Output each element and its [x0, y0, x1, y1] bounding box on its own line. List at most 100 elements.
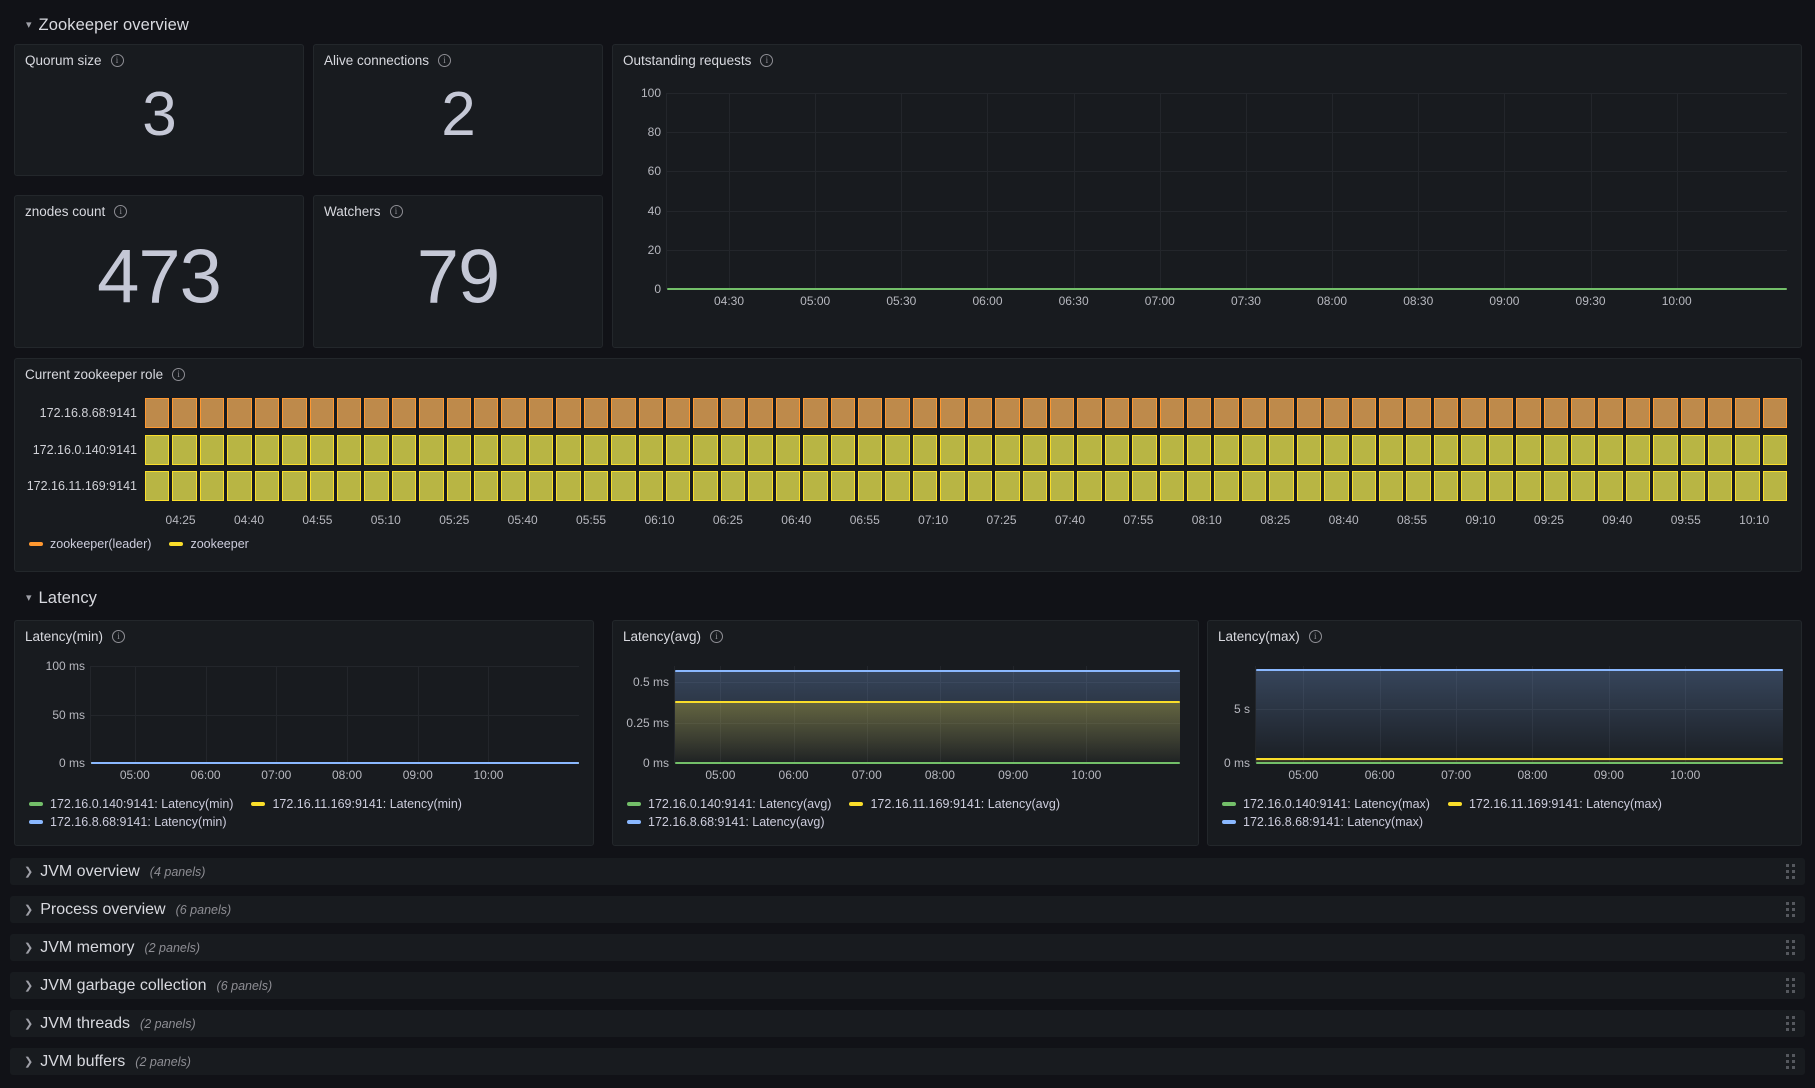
- panel-title-text: Outstanding requests: [623, 53, 752, 68]
- gridline-horizontal: [91, 666, 579, 667]
- role-state-cell: [1324, 398, 1349, 428]
- info-icon[interactable]: i: [172, 368, 186, 381]
- drag-handle-icon[interactable]: [1786, 1054, 1795, 1069]
- role-state-cell: [1132, 398, 1157, 428]
- collapsed-row-panel-count: (4 panels): [149, 864, 206, 879]
- x-axis-tick-label: 05:55: [576, 513, 607, 527]
- collapsed-row-jvm-buffers[interactable]: ❯JVM buffers(2 panels): [10, 1048, 1805, 1075]
- role-state-cell: [693, 398, 718, 428]
- drag-handle-icon[interactable]: [1786, 940, 1795, 955]
- legend-color-swatch: [1222, 820, 1236, 824]
- role-state-cell: [1378, 434, 1404, 465]
- panel-header: Latency(min) i: [15, 621, 593, 644]
- role-state-strip[interactable]: [145, 434, 1787, 465]
- collapsed-row-jvm-memory[interactable]: ❯JVM memory(2 panels): [10, 934, 1805, 961]
- legend-label: 172.16.8.68:9141: Latency(avg): [648, 815, 825, 829]
- legend-item[interactable]: 172.16.8.68:9141: Latency(avg): [627, 815, 825, 829]
- drag-handle-icon[interactable]: [1786, 864, 1795, 879]
- info-icon[interactable]: i: [760, 54, 774, 67]
- legend-item[interactable]: 172.16.8.68:9141: Latency(max): [1222, 815, 1423, 829]
- info-icon[interactable]: i: [710, 630, 724, 643]
- role-state-cell: [583, 434, 609, 465]
- series-line: [675, 762, 1180, 764]
- x-axis-tick-label: 04:55: [302, 513, 333, 527]
- role-state-cell: [336, 434, 362, 465]
- info-icon[interactable]: i: [110, 54, 124, 67]
- legend-item[interactable]: 172.16.0.140:9141: Latency(min): [29, 797, 233, 811]
- role-state-cell: [1653, 398, 1678, 428]
- role-state-cell: [940, 398, 965, 428]
- role-state-cell: [1049, 398, 1075, 428]
- collapsed-row-panel-count: (6 panels): [216, 978, 273, 993]
- legend-item[interactable]: 172.16.11.169:9141: Latency(avg): [849, 797, 1060, 811]
- collapsed-row-jvm-overview[interactable]: ❯JVM overview(4 panels): [10, 858, 1805, 885]
- x-axis-tick-label: 09:25: [1533, 513, 1564, 527]
- drag-handle-icon[interactable]: [1786, 1016, 1795, 1031]
- drag-handle-icon[interactable]: [1786, 978, 1795, 993]
- role-state-cell: [474, 434, 499, 465]
- info-icon[interactable]: i: [112, 630, 126, 643]
- collapsed-row-title: Process overview: [40, 900, 166, 918]
- chevron-right-icon: ❯: [24, 942, 34, 954]
- x-axis-tick-label: 08:25: [1260, 513, 1291, 527]
- y-axis-tick-label: 60: [647, 164, 661, 179]
- x-axis-tick-label: 06:25: [712, 513, 743, 527]
- info-icon[interactable]: i: [1308, 630, 1322, 643]
- role-state-cell: [583, 471, 609, 501]
- legend-item[interactable]: 172.16.11.169:9141: Latency(max): [1447, 797, 1662, 811]
- x-axis-tick-label: 10:00: [1071, 768, 1102, 782]
- gridline-horizontal: [667, 171, 1787, 173]
- role-state-cell: [556, 398, 581, 428]
- role-state-cell: [501, 471, 526, 501]
- role-state-cell: [1625, 471, 1651, 501]
- collapsed-row-process-overview[interactable]: ❯Process overview(6 panels): [10, 896, 1805, 923]
- role-state-cell: [1241, 471, 1267, 501]
- panel-title-text: Alive connections: [324, 53, 430, 68]
- role-state-cell: [1433, 471, 1459, 501]
- drag-handle-icon[interactable]: [1786, 902, 1795, 917]
- legend-item[interactable]: 172.16.8.68:9141: Latency(min): [29, 815, 227, 829]
- x-axis-tick-label: 05:00: [1288, 768, 1319, 782]
- info-icon[interactable]: i: [389, 205, 403, 218]
- role-state-cell: [611, 434, 636, 465]
- legend-item[interactable]: zookeeper: [169, 537, 249, 551]
- panel-title-text: Latency(min): [25, 629, 104, 644]
- role-state-cell: [1570, 398, 1596, 428]
- role-state-cell: [419, 434, 444, 465]
- role-state-cell: [638, 471, 664, 501]
- series-area-fill: [675, 670, 1180, 763]
- role-state-cell: [1159, 471, 1185, 501]
- row-header-zookeeper-overview[interactable]: ▾ Zookeeper overview: [10, 10, 189, 40]
- legend-item[interactable]: zookeeper(leader): [29, 537, 151, 551]
- role-state-strip[interactable]: [145, 471, 1787, 501]
- info-icon[interactable]: i: [438, 54, 452, 67]
- role-row-label: 172.16.0.140:9141: [32, 442, 137, 457]
- role-state-cell: [1104, 434, 1130, 465]
- gridline-vertical: [134, 666, 136, 763]
- role-state-cell: [282, 471, 307, 501]
- role-state-strip[interactable]: [145, 398, 1787, 428]
- role-state-cell: [1406, 434, 1431, 465]
- role-state-cell: [1488, 398, 1514, 428]
- role-state-cell: [1269, 471, 1294, 501]
- collapsed-row-jvm-garbage-collection[interactable]: ❯JVM garbage collection(6 panels): [10, 972, 1805, 999]
- legend-item[interactable]: 172.16.0.140:9141: Latency(max): [1222, 797, 1430, 811]
- gridline-horizontal: [667, 93, 1787, 94]
- info-icon[interactable]: i: [114, 205, 128, 218]
- x-axis-tick-label: 09:00: [998, 768, 1029, 782]
- role-state-cell: [1598, 434, 1623, 465]
- legend-item[interactable]: 172.16.11.169:9141: Latency(min): [251, 797, 462, 811]
- role-state-cell: [967, 471, 993, 501]
- role-state-cell: [391, 398, 417, 428]
- legend-item[interactable]: 172.16.0.140:9141: Latency(avg): [627, 797, 831, 811]
- gridline-vertical: [1086, 666, 1088, 763]
- role-state-cell: [1461, 398, 1486, 428]
- collapsed-row-jvm-threads[interactable]: ❯JVM threads(2 panels): [10, 1010, 1805, 1037]
- row-header-latency[interactable]: ▾ Latency: [10, 583, 97, 613]
